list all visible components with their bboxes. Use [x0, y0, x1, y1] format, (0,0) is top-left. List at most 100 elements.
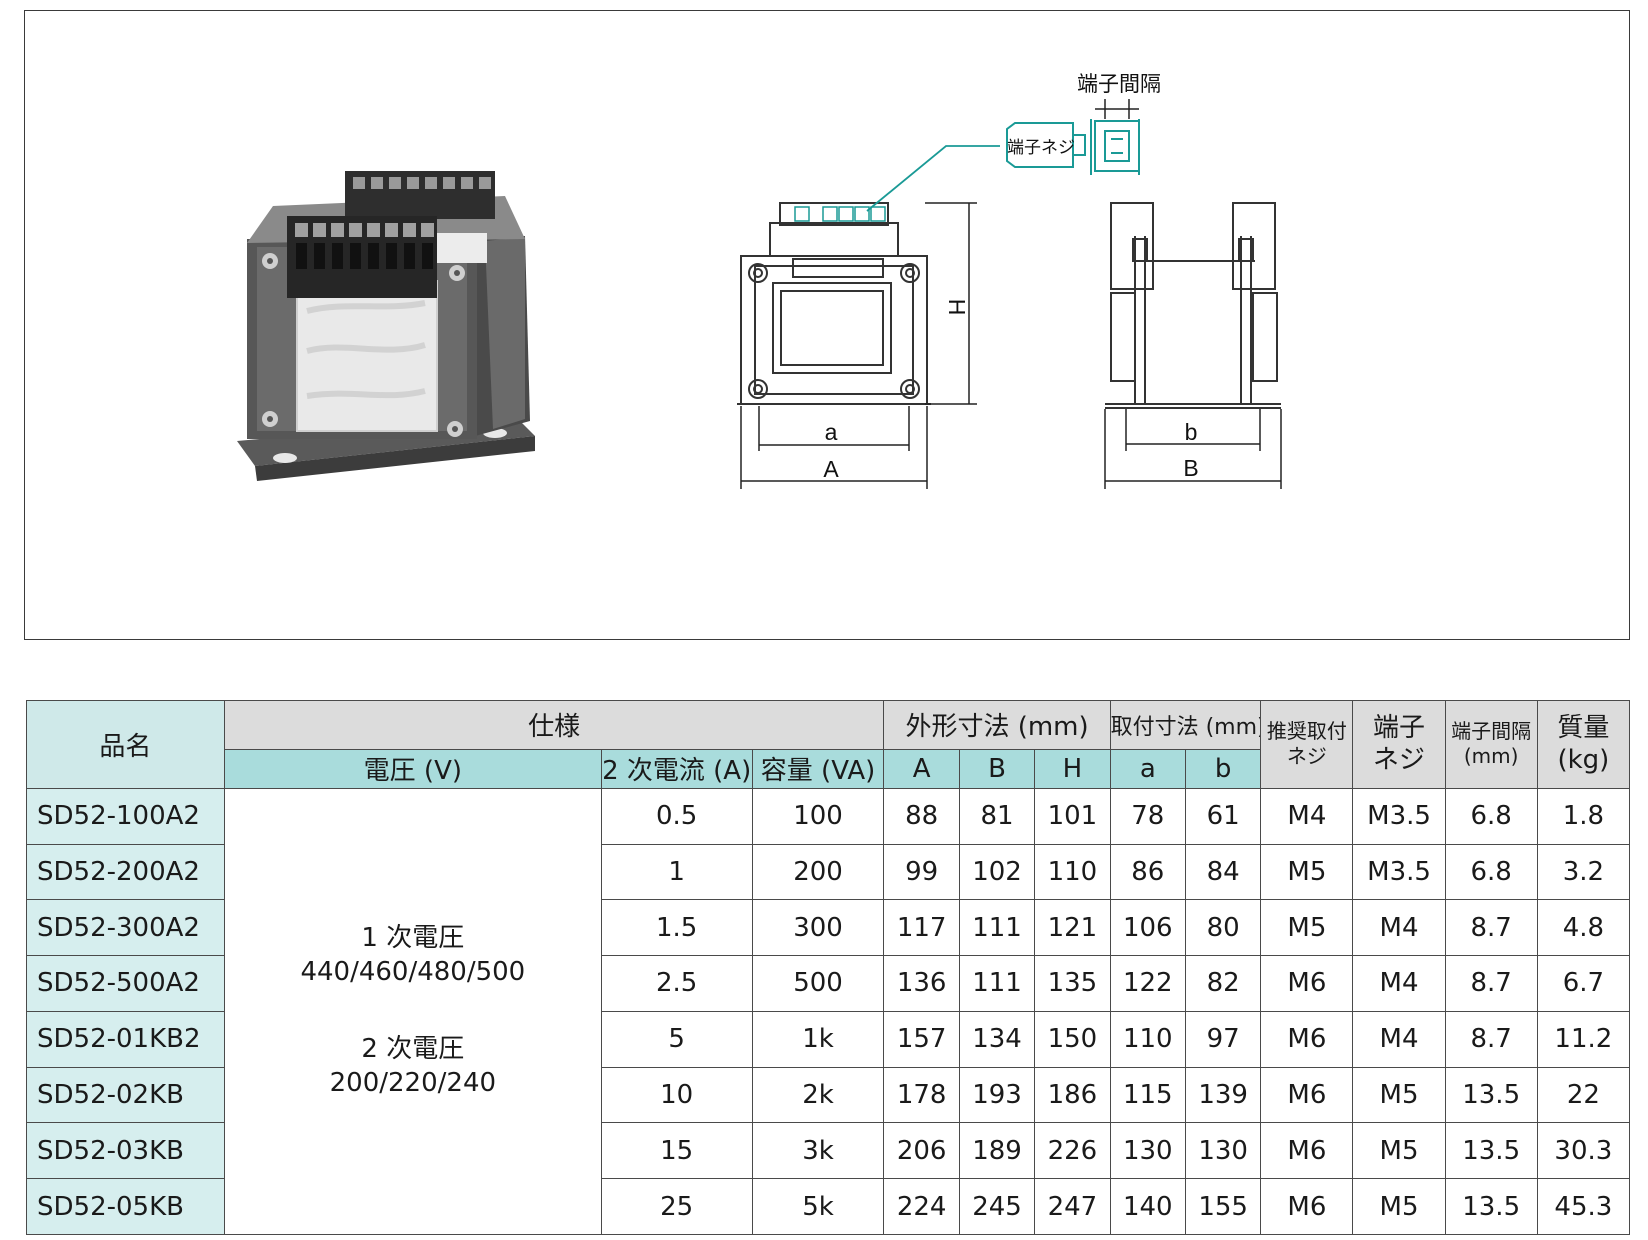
cell-H: 247	[1034, 1178, 1111, 1235]
header-terminal-pitch-line1: 端子間隔	[1451, 719, 1532, 744]
cell-B: 111	[958, 955, 1036, 1012]
cell-pitch: 8.7	[1444, 899, 1538, 957]
table-row: SD52-100A2 1 次電圧 440/460/480/500 2 次電圧 2…	[26, 787, 1631, 1236]
cell-terminal: M3.5	[1352, 787, 1446, 845]
cell-screw: M6	[1260, 1010, 1354, 1068]
table-row: SD52-500A2 2.5 500 136 111 135 122 82 M6…	[26, 955, 1631, 1012]
cell-B: 245	[958, 1178, 1036, 1235]
terminal-leader-line	[866, 145, 1000, 212]
cell-terminal: M5	[1352, 1122, 1446, 1180]
cell-capacity: 500	[751, 955, 885, 1012]
cell-pitch: 6.8	[1444, 843, 1538, 901]
cell-a: 86	[1109, 843, 1186, 901]
header-terminal-screw-line2: ネジ	[1373, 745, 1426, 776]
cell-A: 99	[883, 843, 960, 901]
cell-pitch: 8.7	[1444, 955, 1538, 1012]
cell-B: 81	[958, 787, 1036, 845]
table-row: SD52-300A2 1.5 300 117 111 121 106 80 M5…	[26, 899, 1631, 957]
cell-mass: 4.8	[1536, 899, 1631, 957]
cell-name: SD52-200A2	[26, 843, 225, 901]
header-outer-dims: 外形寸法 (mm)	[883, 700, 1111, 750]
cell-b: 139	[1184, 1066, 1262, 1124]
cell-A: 178	[883, 1066, 960, 1124]
header-A: A	[883, 748, 960, 789]
table-row: SD52-01KB2 5 1k 157 134 150 110 97 M6 M4…	[26, 1010, 1631, 1068]
header-capacity: 容量 (VA)	[751, 748, 885, 789]
cell-terminal: M4	[1352, 899, 1446, 957]
cell-capacity: 200	[751, 843, 885, 901]
dim-a-label: a	[825, 419, 838, 445]
cell-capacity: 1k	[751, 1010, 885, 1068]
cell-terminal: M5	[1352, 1066, 1446, 1124]
header-mount-screw-line1: 推奨取付	[1266, 719, 1347, 744]
cell-b: 80	[1184, 899, 1262, 957]
cell-name: SD52-02KB	[26, 1066, 225, 1124]
header-mount-dims: 取付寸法 (mm)	[1109, 700, 1262, 750]
cell-screw: M6	[1260, 1122, 1354, 1180]
cell-a: 130	[1109, 1122, 1186, 1180]
table-row: SD52-03KB 15 3k 206 189 226 130 130 M6 M…	[26, 1122, 1631, 1180]
cell-b: 82	[1184, 955, 1262, 1012]
table-row: SD52-05KB 25 5k 224 245 247 140 155 M6 M…	[26, 1178, 1631, 1235]
cell-A: 157	[883, 1010, 960, 1068]
header-terminal-pitch: 端子間隔 (mm)	[1444, 700, 1538, 789]
header-row-2: 電圧 (V) 2 次電流 (A) 容量 (VA) A B H a b	[27, 748, 1630, 789]
cell-name: SD52-300A2	[26, 899, 225, 957]
figure-canvas: 端子ネジ 端子間隔 a A H	[237, 73, 1282, 489]
header-H: H	[1034, 748, 1111, 789]
dim-A-label: A	[823, 456, 839, 482]
cell-current: 15	[600, 1122, 753, 1180]
spec-table: 品名 仕様 外形寸法 (mm) 取付寸法 (mm) 推奨取付 ネジ 端子 ネジ …	[26, 700, 1631, 1236]
cell-current: 2.5	[600, 955, 753, 1012]
header-name: 品名	[26, 700, 225, 789]
cell-current: 0.5	[600, 787, 753, 845]
cell-A: 136	[883, 955, 960, 1012]
header-B: B	[958, 748, 1036, 789]
cell-screw: M4	[1260, 787, 1354, 845]
cell-screw: M6	[1260, 1178, 1354, 1235]
cell-capacity: 100	[751, 787, 885, 845]
header-mount-screw-line2: ネジ	[1286, 744, 1327, 769]
cell-current: 5	[600, 1010, 753, 1068]
cell-current: 10	[600, 1066, 753, 1124]
cell-H: 121	[1034, 899, 1111, 957]
transformer-photo	[237, 171, 535, 481]
header-a: a	[1109, 748, 1186, 789]
cell-capacity: 2k	[751, 1066, 885, 1124]
dim-b-label: b	[1185, 419, 1198, 445]
cell-mass: 3.2	[1536, 843, 1631, 901]
side-view-drawing	[1105, 202, 1281, 409]
header-spec: 仕様	[223, 700, 885, 750]
cell-current: 1	[600, 843, 753, 901]
cell-mass: 1.8	[1536, 787, 1631, 845]
cell-a: 106	[1109, 899, 1186, 957]
cell-H: 150	[1034, 1010, 1111, 1068]
cell-voltage: 1 次電圧 440/460/480/500 2 次電圧 200/220/240	[223, 787, 602, 1236]
cell-b: 155	[1184, 1178, 1262, 1235]
label-terminal-screw: 端子ネジ	[1007, 138, 1075, 157]
dim-H-label: H	[944, 299, 970, 316]
cell-screw: M6	[1260, 1066, 1354, 1124]
dimension-lines-side	[1104, 409, 1282, 489]
cell-A: 117	[883, 899, 960, 957]
cell-H: 186	[1034, 1066, 1111, 1124]
cell-A: 88	[883, 787, 960, 845]
cell-H: 101	[1034, 787, 1111, 845]
secondary-voltage-values: 200/220/240	[329, 1068, 497, 1099]
cell-B: 134	[958, 1010, 1036, 1068]
header-mass-line1: 質量	[1557, 712, 1610, 743]
cell-terminal: M5	[1352, 1178, 1446, 1235]
header-b: b	[1184, 748, 1262, 789]
cell-a: 140	[1109, 1178, 1186, 1235]
cell-capacity: 5k	[751, 1178, 885, 1235]
cell-pitch: 6.8	[1444, 787, 1538, 845]
primary-voltage-label: 1 次電圧	[361, 922, 465, 953]
dim-B-label: B	[1183, 455, 1198, 481]
cell-terminal: M4	[1352, 1010, 1446, 1068]
header-terminal-screw-line1: 端子	[1373, 712, 1426, 743]
cell-b: 130	[1184, 1122, 1262, 1180]
cell-H: 226	[1034, 1122, 1111, 1180]
cell-b: 84	[1184, 843, 1262, 901]
cell-H: 135	[1034, 955, 1111, 1012]
cell-B: 111	[958, 899, 1036, 957]
